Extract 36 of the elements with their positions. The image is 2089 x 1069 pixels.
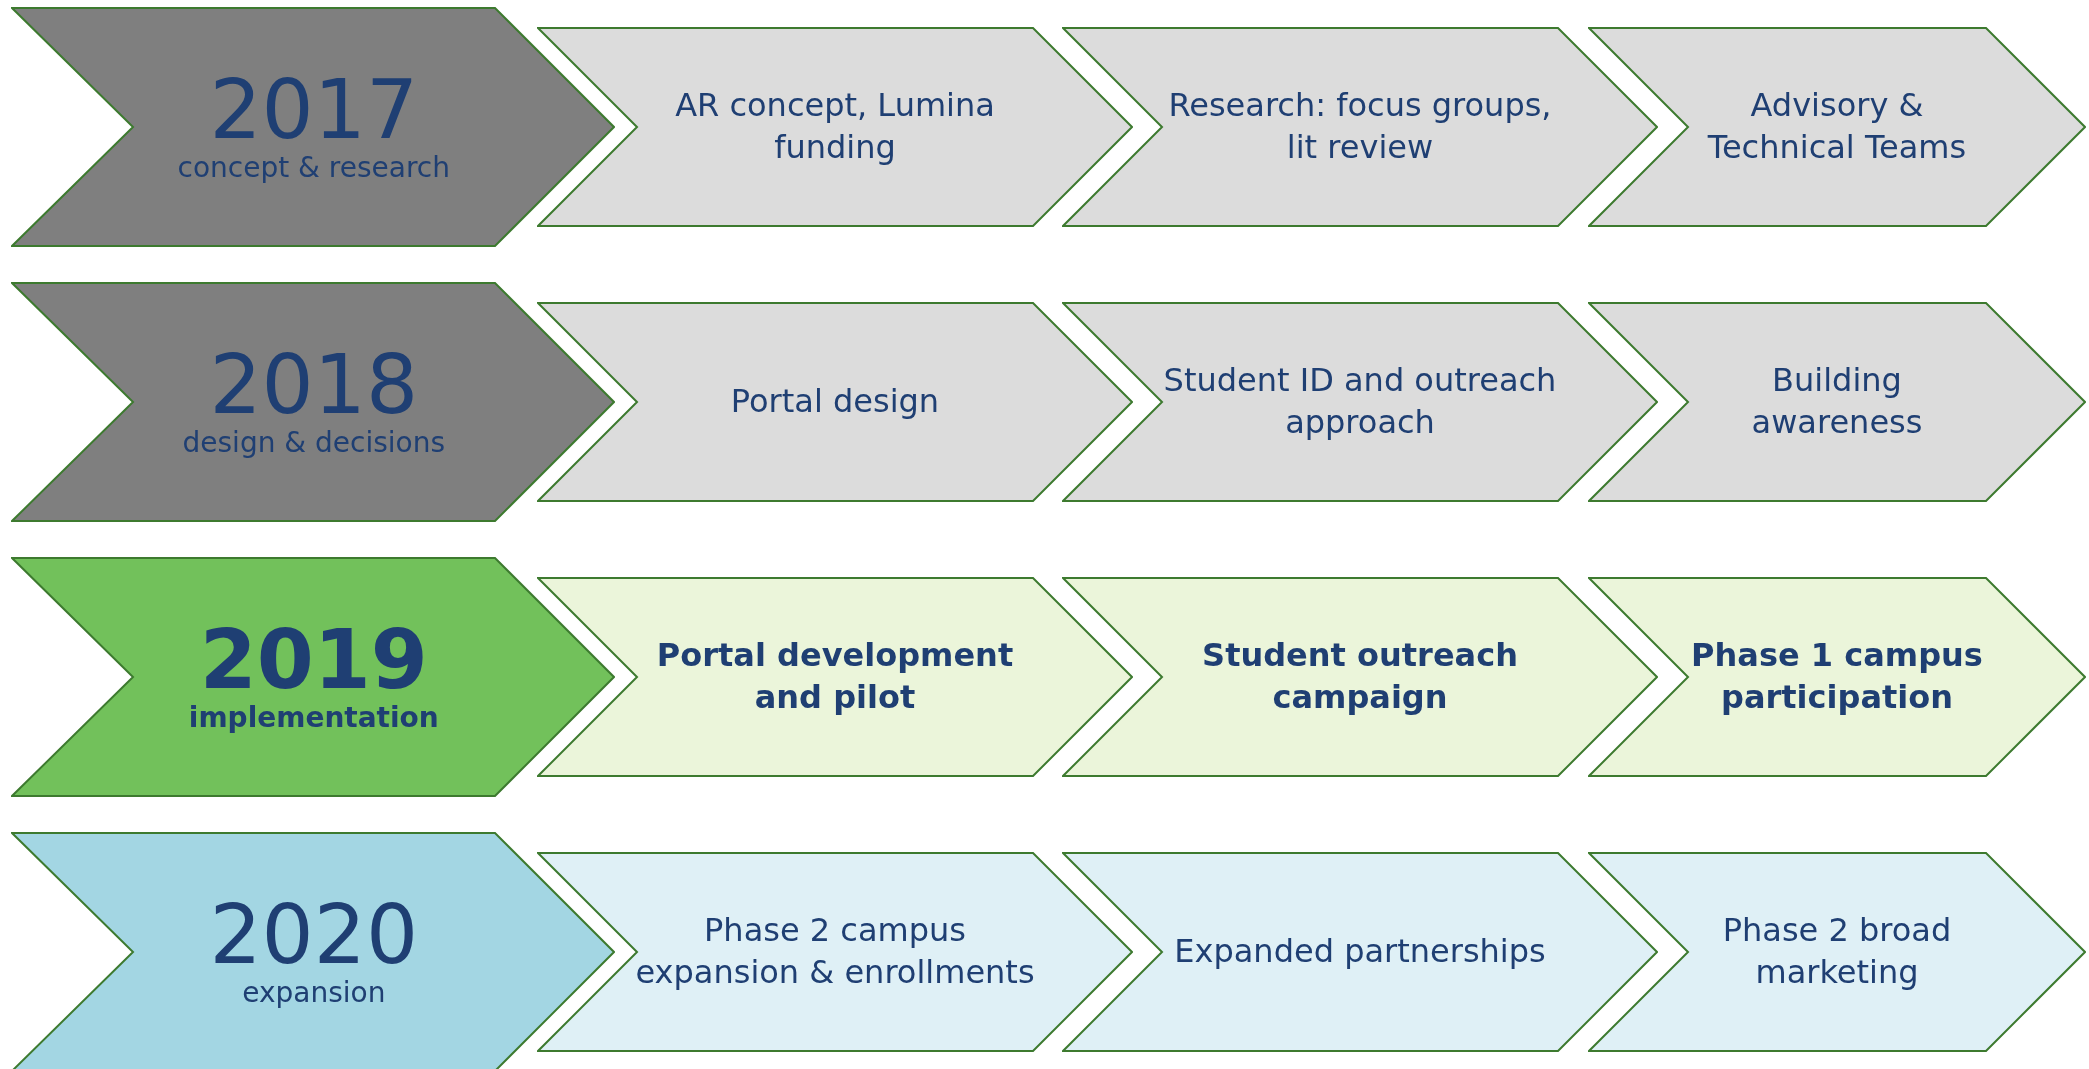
phase-label: implementation xyxy=(188,701,439,735)
step-banner xyxy=(1588,577,2086,777)
step-label: Phase 2 campus expansion & enrollments xyxy=(634,910,1036,993)
step-banner xyxy=(537,852,1133,1052)
phase-label: design & decisions xyxy=(182,426,446,460)
step-banner xyxy=(1588,27,2086,227)
step-label: Research: focus groups, lit review xyxy=(1167,85,1553,168)
step-label: Phase 1 campus participation xyxy=(1690,635,1984,718)
step-label: Expanded partnerships xyxy=(1174,931,1546,973)
step-banner xyxy=(537,27,1133,227)
year-banner xyxy=(11,282,615,522)
phase-label: expansion xyxy=(242,976,386,1010)
year-banner xyxy=(11,557,615,797)
year-banner xyxy=(11,832,615,1069)
step-banner xyxy=(1062,852,1658,1052)
year-label: 2019 xyxy=(199,619,428,702)
year-label: 2020 xyxy=(209,894,419,977)
step-label: Building awareness xyxy=(1750,360,1924,443)
step-banner xyxy=(1062,302,1658,502)
step-banner xyxy=(1062,577,1658,777)
step-label: AR concept, Lumina funding xyxy=(674,85,996,168)
step-label: Student ID and outreach approach xyxy=(1162,360,1558,443)
year-label: 2017 xyxy=(209,69,419,152)
step-label: Advisory & Technical Teams xyxy=(1706,85,1968,168)
step-label: Phase 2 broad marketing xyxy=(1721,910,1953,993)
step-banner xyxy=(537,302,1133,502)
step-banner xyxy=(1588,302,2086,502)
step-banner xyxy=(537,577,1133,777)
year-banner xyxy=(11,7,615,247)
phase-label: concept & research xyxy=(177,151,450,185)
step-banner xyxy=(1588,852,2086,1052)
step-label: Student outreach campaign xyxy=(1201,635,1519,718)
step-label: Portal design xyxy=(730,381,940,423)
step-banner xyxy=(1062,27,1658,227)
year-label: 2018 xyxy=(209,344,419,427)
step-label: Portal development and pilot xyxy=(655,635,1015,718)
